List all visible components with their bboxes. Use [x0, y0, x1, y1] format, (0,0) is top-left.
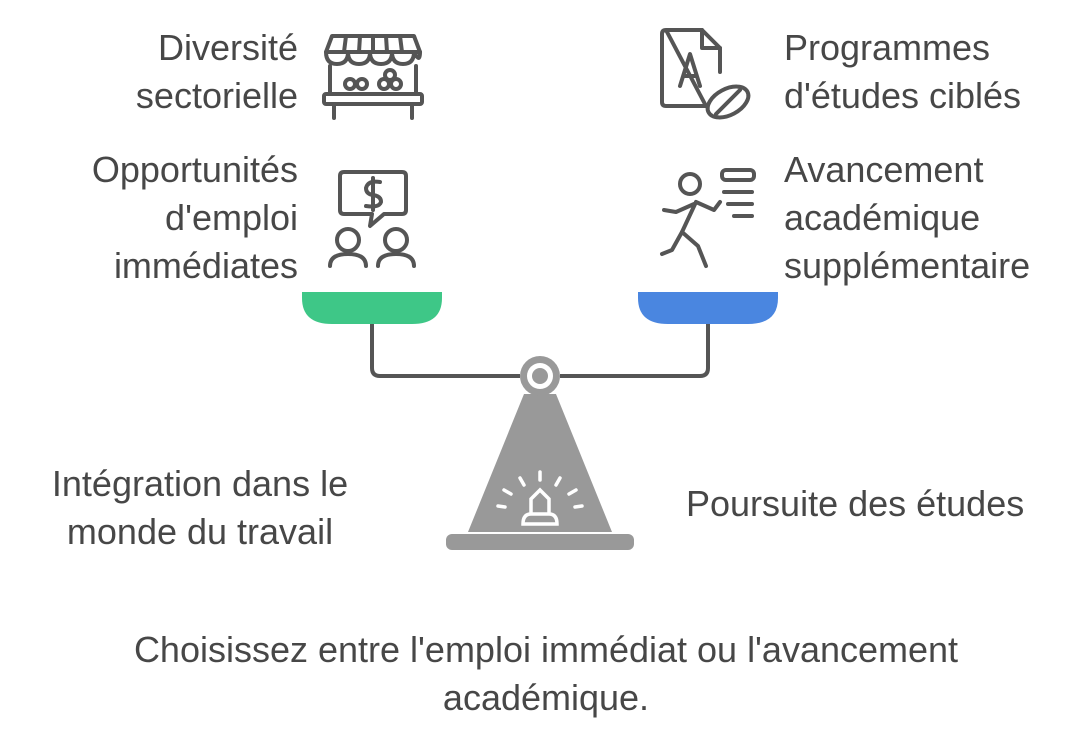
job-interview-icon — [328, 170, 416, 268]
right-item-programmes-etudes: Programmes d'études ciblés — [784, 27, 1022, 116]
left-item-diversite-sectorielle: Diversité sectorielle — [135, 27, 298, 116]
market-stall-icon — [322, 34, 424, 120]
scale-beam-left — [370, 322, 520, 378]
left-option-label: Intégration dans le monde du travail — [51, 463, 349, 552]
scale-base — [446, 534, 634, 550]
scale-beam-right — [560, 322, 710, 378]
lightbulb-icon — [496, 470, 584, 526]
scale-pan-left — [302, 292, 442, 324]
document-icon — [660, 28, 751, 120]
left-item-opportunites-emploi: Opportunités d'emploi immédiates — [91, 149, 298, 286]
right-item-avancement-academique: Avancement académique supplémentaire — [784, 149, 1031, 286]
right-option-label: Poursuite des études — [686, 483, 1025, 524]
diagram-caption: Choisissez entre l'emploi immédiat ou l'… — [133, 629, 959, 718]
running-student-icon — [660, 168, 756, 268]
scale-pan-right — [638, 292, 778, 324]
scale-fulcrum — [468, 394, 612, 532]
